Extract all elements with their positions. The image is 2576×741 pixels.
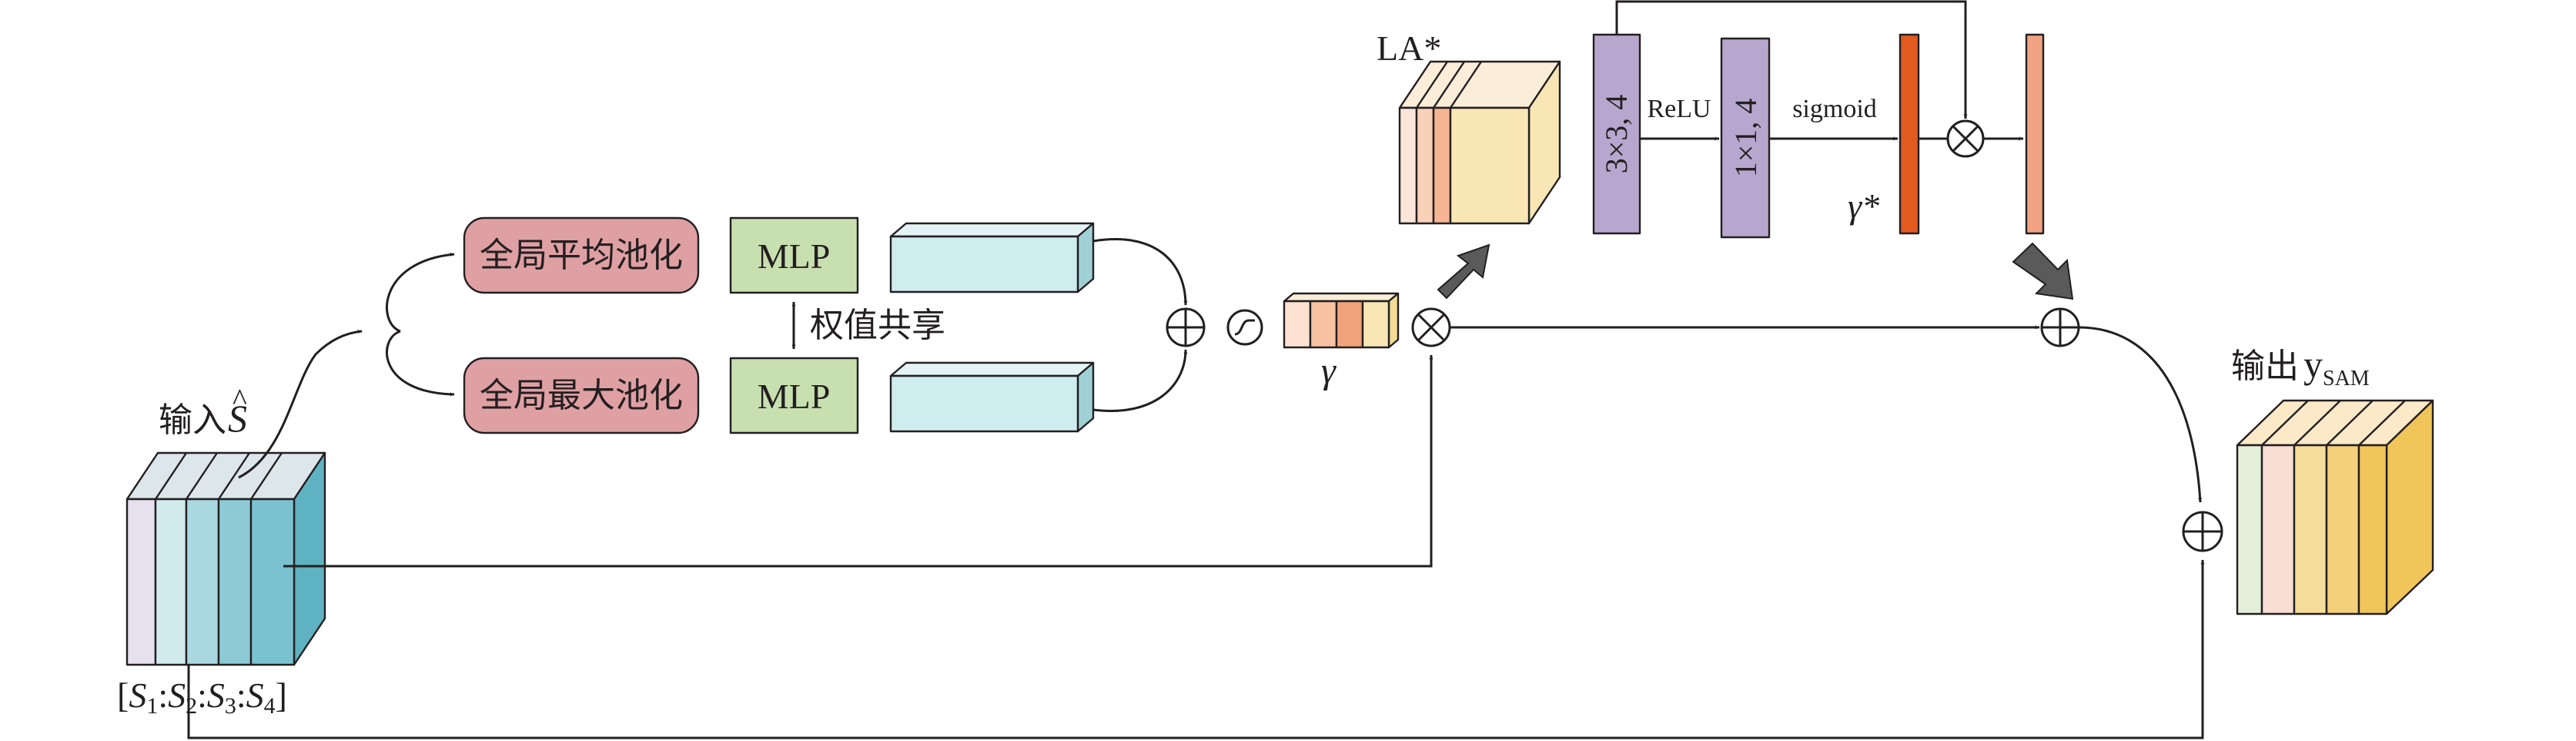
gamma-symbol: γ	[1321, 350, 1337, 391]
mlp-top-box	[729, 216, 859, 294]
input-residual-arrow	[187, 559, 2205, 739]
la-multiply-icon	[1946, 119, 1985, 158]
conv-3x3-label: 3×3, 4	[1599, 95, 1634, 174]
gamma-channel-weights	[1283, 292, 1400, 349]
mlp-bottom-box	[729, 357, 859, 434]
global-avg-pool-label: 全局平均池化	[480, 236, 683, 275]
elementwise-sum-icon	[1166, 307, 1206, 347]
weight-sharing-label: 权值共享	[810, 306, 945, 345]
conv-1x1-block	[1720, 37, 1771, 239]
input-to-multiply-arrow	[283, 354, 1434, 568]
elementwise-multiply-icon	[1411, 307, 1451, 347]
gamma-star-bar	[1899, 33, 1920, 235]
la-skip-arrow	[1615, 0, 1968, 119]
output-sum-icon	[2182, 511, 2223, 552]
input-concat-label: [S1:S2:S3:S4]	[117, 676, 287, 719]
input-symbol: S	[228, 397, 247, 440]
top-feature-to-sum-arrow	[1092, 238, 1188, 306]
input-label: 输入	[159, 401, 226, 440]
input-hat: ^	[233, 382, 247, 417]
sigmoid-activation-icon	[1226, 309, 1263, 346]
global-max-pool-label: 全局最大池化	[480, 376, 683, 415]
bottom-feature-to-sum-arrow	[1092, 349, 1188, 412]
input-feature-stack	[125, 451, 326, 666]
sum-to-output-sum-arrow	[2078, 326, 2203, 503]
global-avg-pool-box	[463, 216, 700, 294]
conv-3x3-block	[1592, 33, 1641, 235]
input-symbol-s-hat: S ^	[228, 382, 247, 440]
mlp-top-label: MLP	[758, 236, 831, 276]
mlp-bottom-label: MLP	[758, 377, 831, 416]
la-sum-icon	[2040, 307, 2080, 347]
branch-to-max-pool-arrow	[386, 330, 455, 397]
la-output-bar	[2025, 33, 2045, 235]
branch-to-avg-pool-arrow	[386, 253, 455, 333]
output-feature-stack	[2236, 399, 2434, 615]
mlp-top-output-feature	[889, 222, 1095, 293]
relu-label: ReLU	[1647, 95, 1711, 123]
to-local-attention-block-arrow	[1437, 243, 1490, 300]
sigmoid-label: sigmoid	[1792, 95, 1877, 123]
input-to-pooling-arrow	[238, 330, 363, 479]
global-max-pool-box	[463, 357, 700, 434]
local-attention-feature-stack	[1398, 60, 1561, 225]
mlp-bottom-output-feature	[889, 361, 1095, 433]
gamma-star-symbol: γ*	[1848, 186, 1879, 226]
conv-1x1-label: 1×1, 4	[1728, 99, 1763, 178]
la-to-sum-block-arrow	[2012, 242, 2074, 300]
